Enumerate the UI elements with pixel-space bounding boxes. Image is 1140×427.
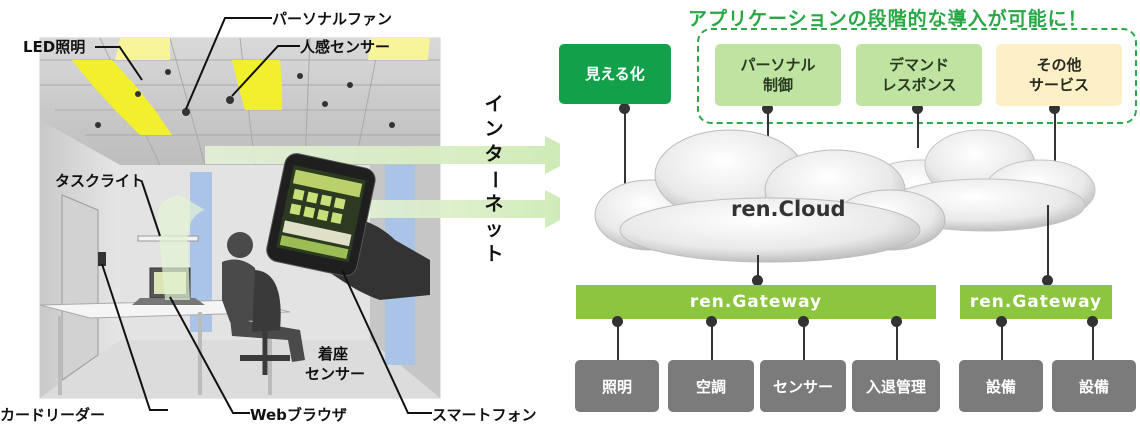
- connector-dot: [1042, 275, 1053, 286]
- leader-task-light: [141, 181, 161, 237]
- internet-char: ッ: [484, 218, 504, 240]
- label-human-sensor: 人感センサー: [300, 38, 391, 56]
- device-sensor: センサー: [760, 360, 846, 412]
- internet-char: ネ: [484, 193, 504, 215]
- connector-dot: [706, 316, 717, 327]
- connector-gw-device: [1092, 322, 1094, 360]
- connector-dot: [619, 103, 630, 114]
- internet-label: イ ン タ ー ネ ッ ト: [482, 92, 506, 267]
- connector-cloud-gw1: [757, 255, 759, 285]
- leader-smartphone: [341, 269, 432, 414]
- connector-dot: [752, 275, 763, 286]
- app-other[interactable]: その他 サービス: [996, 44, 1122, 106]
- connector-dot: [996, 316, 1007, 327]
- internet-char: ト: [484, 243, 504, 265]
- label-seat-sensor-2: センサー: [305, 365, 366, 383]
- label-seat-sensor-1: 着座: [318, 345, 349, 363]
- label-card-reader: カードリーダー: [0, 406, 106, 424]
- device-aircon: 空調: [668, 360, 754, 412]
- internet-char: タ: [484, 143, 504, 165]
- app-demand[interactable]: デマンド レスポンス: [856, 44, 982, 106]
- headline: アプリケーションの段階的な導入が可能に！: [688, 8, 1088, 30]
- app-personal[interactable]: パーソナル 制御: [715, 44, 841, 106]
- device-equipment-2: 設備: [1052, 360, 1136, 412]
- leader-fan: [185, 17, 272, 110]
- connector-dot: [612, 316, 623, 327]
- device-equipment-1: 設備: [959, 360, 1043, 412]
- connector-demand: [917, 108, 919, 148]
- connector-other: [1054, 108, 1056, 173]
- cloud-graphic: [594, 129, 1096, 263]
- connector-gw-device: [803, 322, 805, 360]
- label-led: LED照明: [23, 38, 86, 56]
- connector-mieruka: [624, 108, 626, 198]
- label-task-light: タスクライト: [55, 172, 146, 190]
- connector-gw-device: [711, 322, 713, 360]
- internet-char: イ: [484, 93, 504, 115]
- gateway-main: ren.Gateway: [576, 285, 936, 319]
- connector-dot: [912, 103, 923, 114]
- leader-led: [95, 46, 120, 48]
- gateway-secondary: ren.Gateway: [960, 285, 1112, 319]
- leader-human-sensor: [231, 45, 300, 97]
- label-fan: パーソナルファン: [272, 10, 393, 28]
- device-lighting: 照明: [575, 360, 659, 412]
- leader-browser: [169, 296, 250, 414]
- label-smartphone: スマートフォン: [432, 406, 537, 424]
- connector-dot: [1087, 316, 1098, 327]
- connector-gw-device: [1001, 322, 1003, 360]
- connector-personal: [767, 108, 769, 158]
- internet-char: ン: [484, 118, 504, 140]
- label-browser: Webブラウザ: [250, 406, 347, 424]
- cloud-label: ren.Cloud: [731, 197, 846, 221]
- leader-led-diag: [118, 45, 143, 81]
- internet-char: ー: [483, 169, 506, 189]
- connector-dot: [891, 316, 902, 327]
- connector-gw-device: [617, 322, 619, 360]
- connector-cloud-gw2: [1047, 205, 1049, 285]
- connector-dot: [1049, 103, 1060, 114]
- connector-dot: [762, 103, 773, 114]
- connector-gw-device: [896, 322, 898, 360]
- leader-card-reader: [101, 263, 168, 411]
- office-illustration: [39, 37, 560, 399]
- device-access: 入退管理: [852, 360, 940, 412]
- app-mieruka[interactable]: 見える化: [559, 44, 671, 104]
- connector-dot: [798, 316, 809, 327]
